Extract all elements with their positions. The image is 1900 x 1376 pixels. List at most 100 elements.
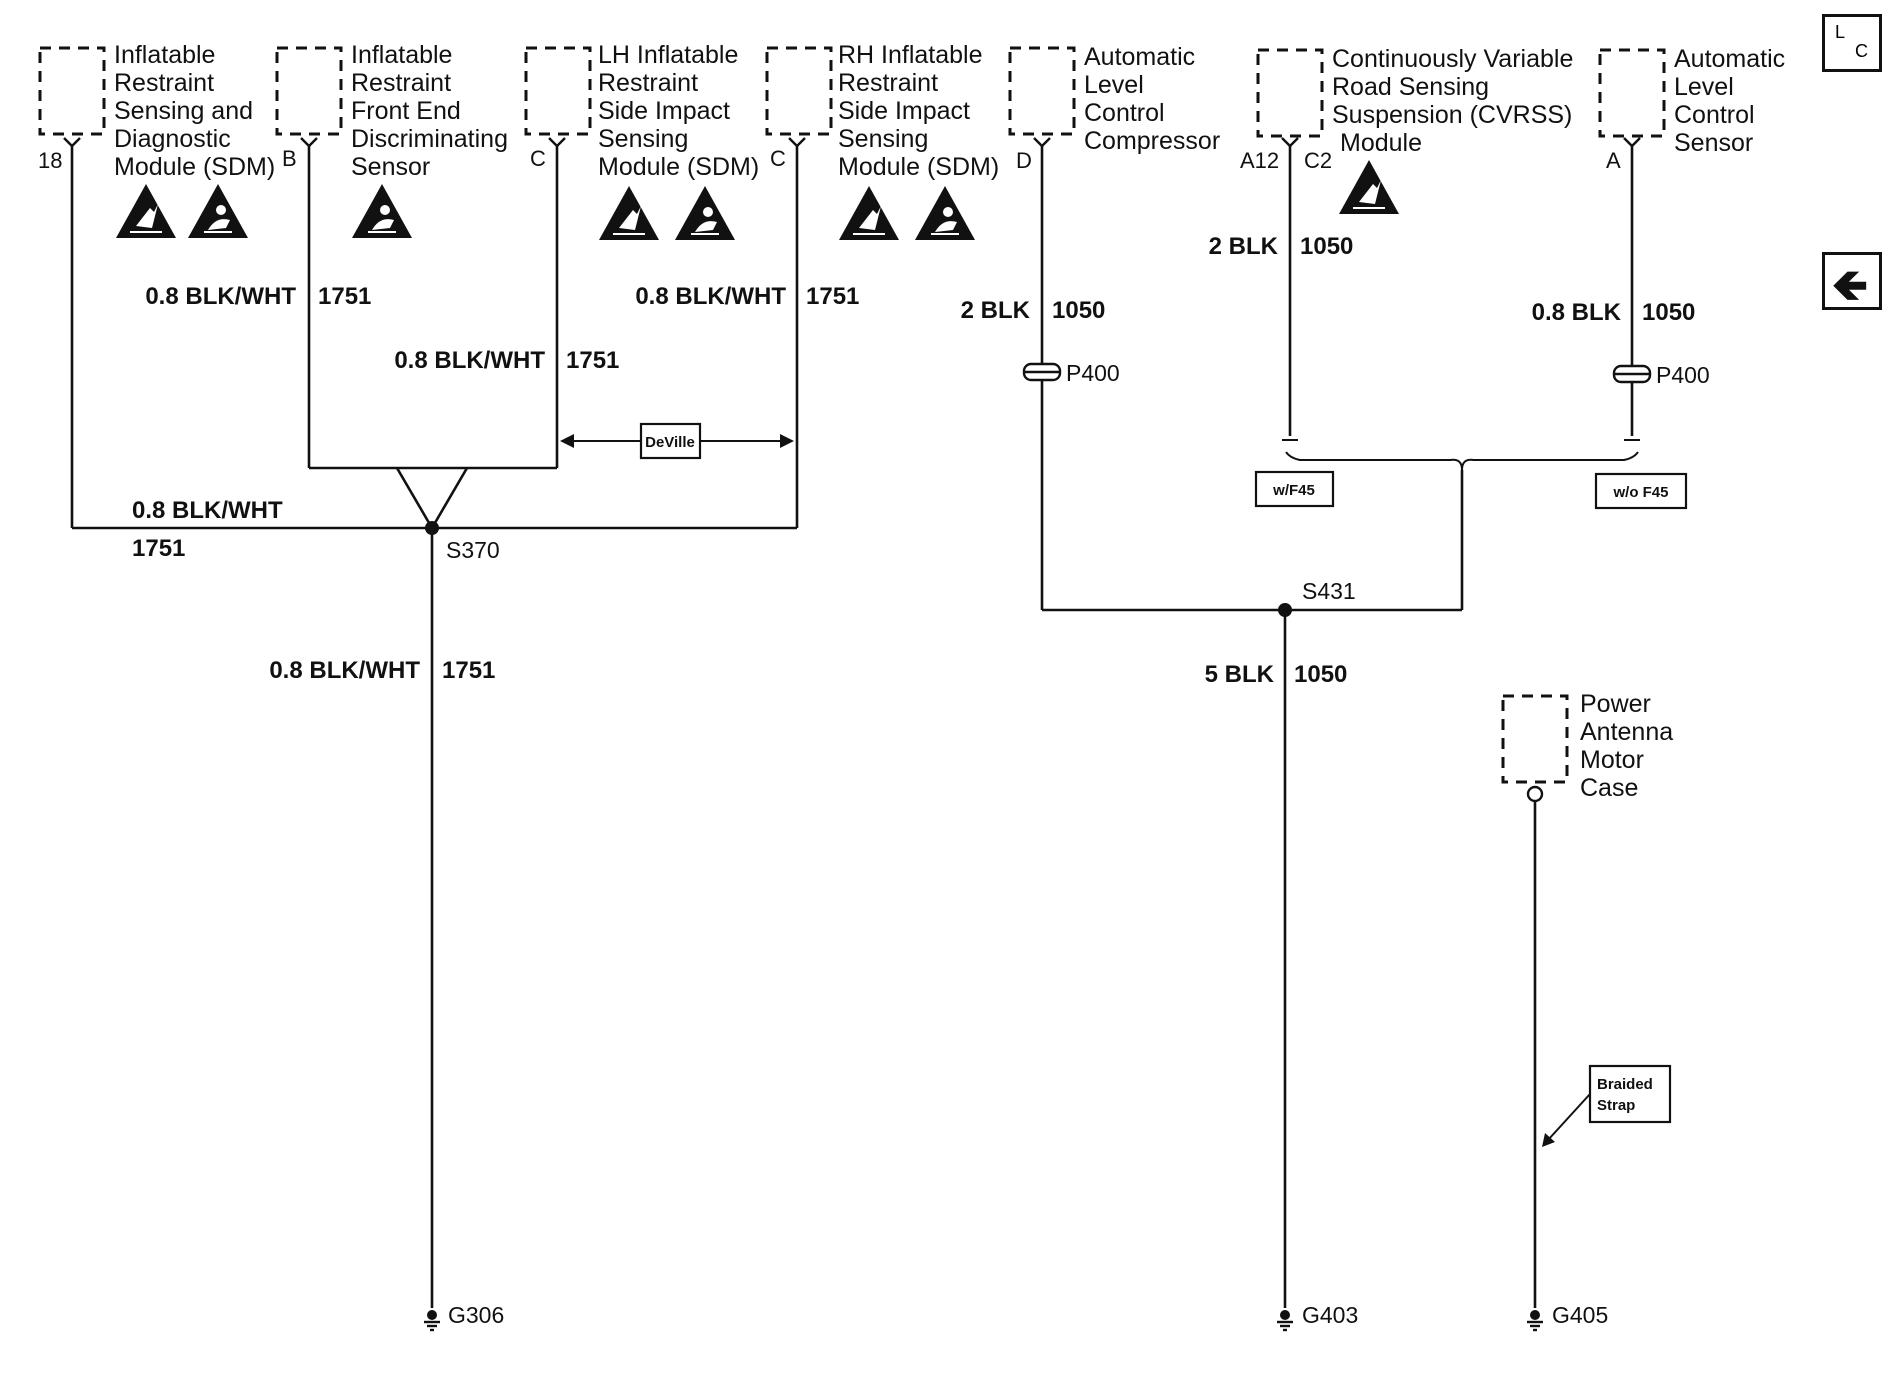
cvrss-pin-b: C2 — [1304, 148, 1332, 173]
lh-label-2: Restraint — [598, 69, 698, 97]
sdm-connector-icon — [62, 136, 82, 148]
wire-sdm-gauge: 0.8 BLK/WHT — [145, 283, 296, 310]
als-box — [1598, 48, 1666, 138]
component-cvrss-module: Continuously Variable Road Sensing Suspe… — [1240, 45, 1573, 215]
sdm-label-2: Restraint — [114, 69, 214, 97]
esd-warning-icon — [115, 183, 177, 239]
als-label-4: Sensor — [1674, 129, 1753, 157]
sdm-box — [38, 46, 106, 136]
braided-strap-line-2: Strap — [1597, 1097, 1635, 1114]
splice-s370-dot — [425, 521, 439, 535]
component-alc-sensor: Automatic Level Control Sensor A — [1598, 45, 1785, 173]
component-rh-side-impact-sdm: RH Inflatable Restraint Side Impact Sens… — [765, 41, 999, 241]
ground-icon — [422, 1308, 442, 1332]
wire-main-circuit: 1751 — [442, 657, 495, 684]
connector-p400-left: P400 — [1066, 360, 1120, 386]
sdm-pin: 18 — [38, 148, 62, 173]
esd-warning-icon — [1338, 159, 1400, 215]
alc-label-1: Automatic — [1084, 43, 1195, 71]
ground-g306-label: G306 — [448, 1302, 504, 1328]
braided-strap-box — [1588, 1064, 1672, 1124]
lh-label-5: Module (SDM) — [598, 153, 759, 181]
als-pin: A — [1606, 148, 1621, 173]
airbag-warning-icon — [187, 183, 249, 239]
cvrss-label-2: Road Sensing — [1332, 73, 1489, 101]
sdm-label-5: Module (SDM) — [114, 153, 275, 181]
wire-rh-circuit: 1751 — [806, 283, 859, 310]
splice-s431-label: S431 — [1302, 578, 1356, 604]
alc-label-3: Control — [1084, 99, 1165, 127]
option-deville-box — [639, 422, 702, 460]
airbag-warning-icon — [351, 183, 413, 239]
wire-lh-gauge: 0.8 BLK/WHT — [394, 347, 545, 374]
alc-label-4: Compressor — [1084, 127, 1220, 155]
wire-als-circuit: 1050 — [1642, 299, 1695, 326]
ground-g405-label: G405 — [1552, 1302, 1608, 1328]
component-lh-side-impact-sdm: LH Inflatable Restraint Side Impact Sens… — [524, 41, 759, 241]
back-button[interactable]: 🡸 — [1822, 252, 1882, 311]
circuit-1050: S431 G403 P400 P400 2 BLK 1050 2 BLK 105… — [961, 146, 1710, 1332]
sdm-label-3: Sensing and — [114, 97, 253, 125]
wire-main-gauge-1050: 5 BLK — [1205, 661, 1275, 688]
wire-alc-gauge: 2 BLK — [961, 297, 1031, 324]
loc-letter-c: C — [1855, 41, 1868, 61]
option-wof45-label: w/o F45 — [1612, 484, 1668, 501]
wire-lh-circuit: 1751 — [566, 347, 619, 374]
ground-icon — [1525, 1308, 1545, 1332]
als-label-2: Level — [1674, 73, 1734, 101]
lh-connector-icon — [547, 136, 567, 148]
cvrss-connector-icon — [1280, 136, 1300, 148]
option-deville-label: DeVille — [645, 434, 695, 451]
fed-label-4: Discriminating — [351, 125, 508, 153]
wire-als-gauge: 0.8 BLK — [1532, 299, 1622, 326]
wire-main-circuit-1050: 1050 — [1294, 661, 1347, 688]
fed-pin: B — [282, 146, 297, 171]
antenna-label-2: Antenna — [1580, 718, 1673, 746]
ground-g403-label: G403 — [1302, 1302, 1358, 1328]
sdm-label-1: Inflatable — [114, 41, 215, 69]
cvrss-box — [1256, 48, 1324, 138]
airbag-warning-icon — [674, 185, 736, 241]
option-wf45-label: w/F45 — [1272, 482, 1315, 499]
arrow-left-icon: 🡸 — [1832, 260, 1868, 311]
antenna-label-3: Motor — [1580, 746, 1644, 774]
fed-label-1: Inflatable — [351, 41, 452, 69]
lh-label-4: Sensing — [598, 125, 688, 153]
rh-label-4: Sensing — [838, 125, 928, 153]
lh-label-3: Side Impact — [598, 97, 730, 125]
als-label-3: Control — [1674, 101, 1755, 129]
cvrss-label-1: Continuously Variable — [1332, 45, 1573, 73]
wire-bus-circuit: 1751 — [132, 535, 185, 562]
splice-s431-dot — [1278, 603, 1292, 617]
component-alc-compressor: Automatic Level Control Compressor D — [1008, 43, 1220, 173]
esd-warning-icon — [598, 185, 660, 241]
connector-p400-right: P400 — [1656, 362, 1710, 388]
cvrss-label-4: Module — [1340, 129, 1422, 157]
location-view-button[interactable]: L C — [1822, 14, 1882, 72]
wire-rh-gauge: 0.8 BLK/WHT — [635, 283, 786, 310]
rh-box — [765, 46, 833, 136]
rh-label-1: RH Inflatable — [838, 41, 983, 69]
alc-label-2: Level — [1084, 71, 1144, 99]
antenna-terminal-icon — [1526, 785, 1544, 803]
wire-main-gauge: 0.8 BLK/WHT — [269, 657, 420, 684]
rh-connector-icon — [787, 136, 807, 148]
fed-connector-icon — [299, 136, 319, 148]
als-connector-icon — [1622, 136, 1642, 148]
braided-strap-line-1: Braided — [1597, 1076, 1653, 1093]
circuit-1751: S370 G306 0.8 BLK/WHT 1751 0.8 BLK/WHT 1… — [70, 146, 859, 1332]
fed-label-5: Sensor — [351, 153, 430, 181]
option-wf45-box — [1254, 470, 1335, 508]
wire-bus-gauge: 0.8 BLK/WHT — [132, 497, 283, 524]
rh-pin: C — [770, 146, 786, 171]
component-front-end-sensor: Inflatable Restraint Front End Discrimin… — [275, 41, 508, 239]
splice-s370-label: S370 — [446, 537, 500, 563]
antenna-box — [1501, 694, 1569, 784]
component-sdm: Inflatable Restraint Sensing and Diagnos… — [38, 41, 275, 239]
cvrss-label-3: Suspension (CVRSS) — [1332, 101, 1572, 129]
airbag-warning-icon — [914, 185, 976, 241]
option-wof45-box — [1594, 472, 1688, 510]
component-power-antenna: Power Antenna Motor Case G405 Braided St… — [1501, 690, 1673, 1332]
antenna-label-1: Power — [1580, 690, 1651, 718]
